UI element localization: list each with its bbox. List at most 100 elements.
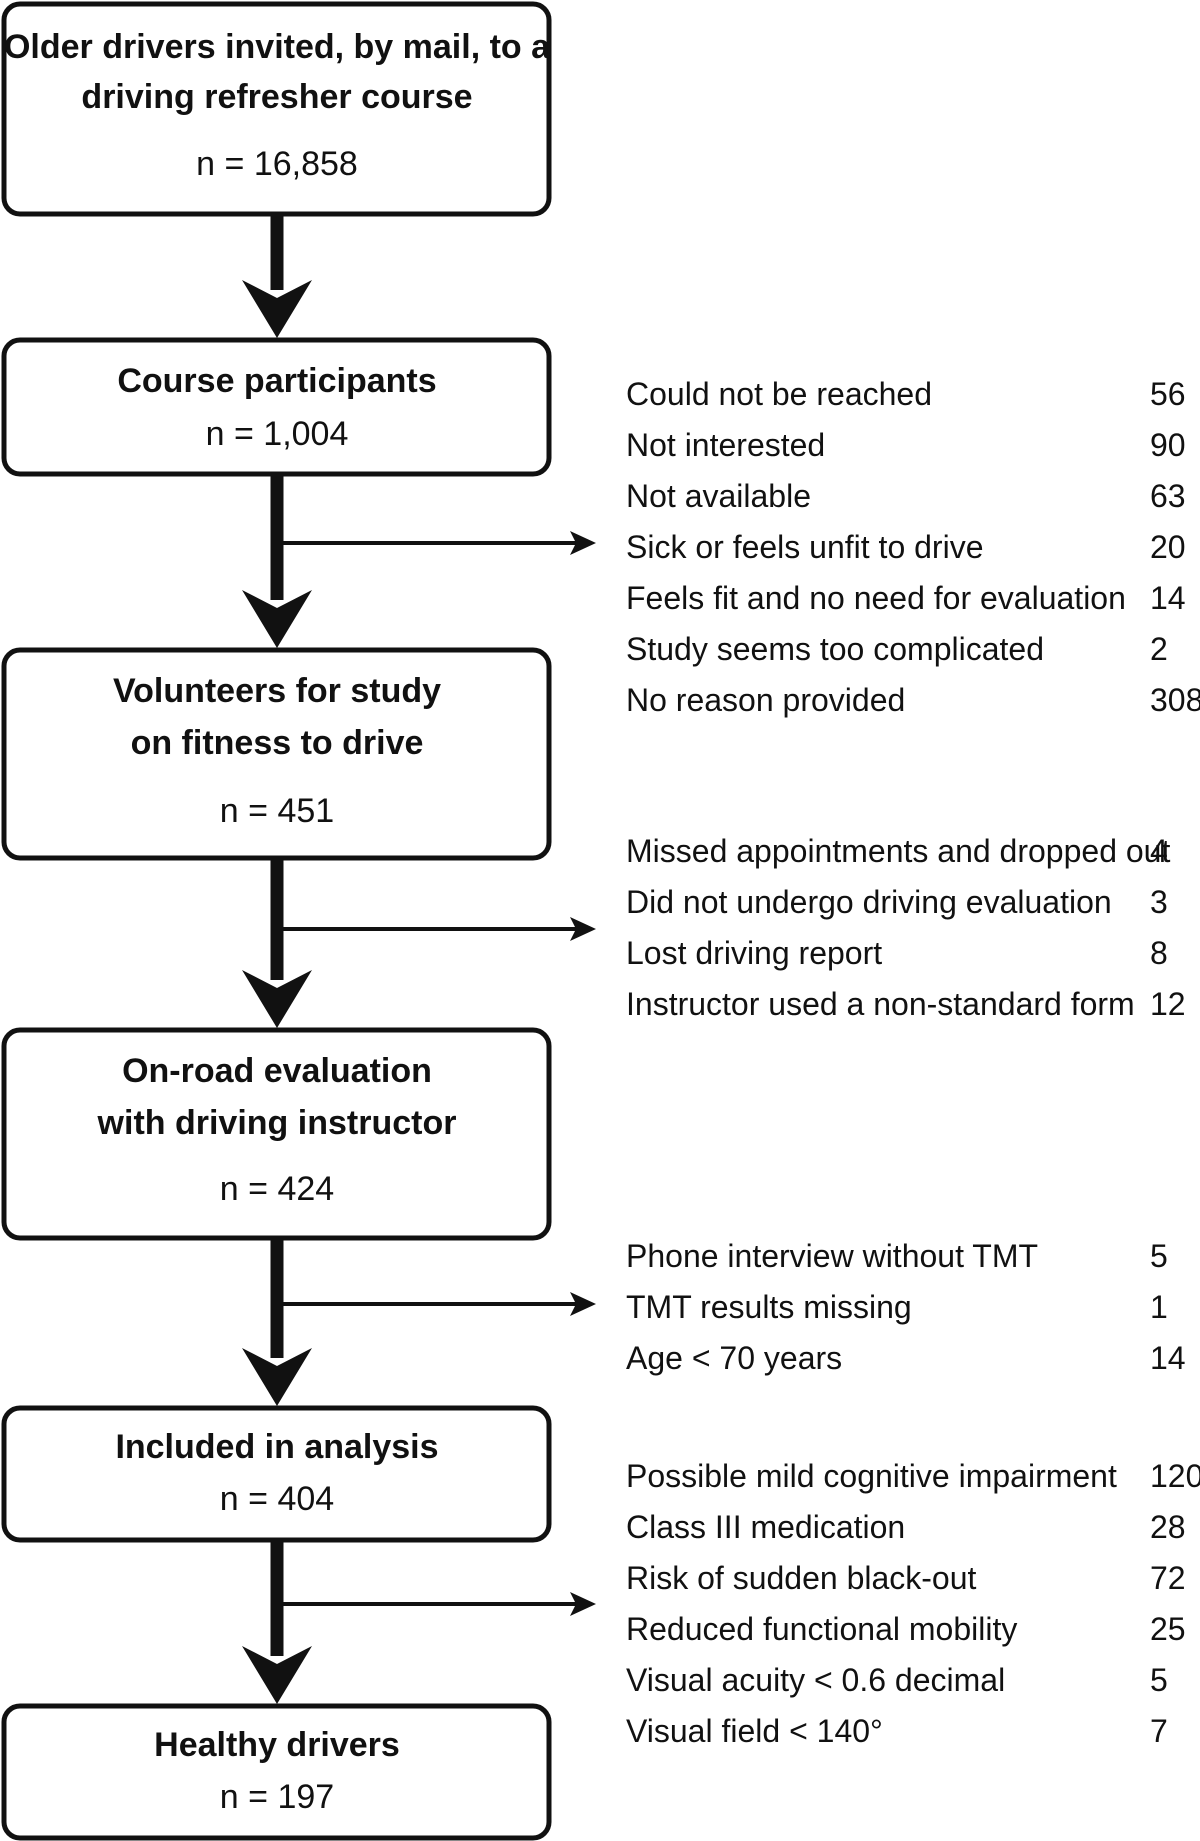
exclusion-reason: Risk of sudden black-out bbox=[626, 1560, 977, 1596]
exclusion-reason: Age < 70 years bbox=[626, 1340, 842, 1376]
exclusion-reason: Did not undergo driving evaluation bbox=[626, 884, 1112, 920]
exclusion-count: 90 bbox=[1150, 427, 1186, 463]
side-arrow-head bbox=[570, 1292, 596, 1316]
exclusion-reason: Study seems too complicated bbox=[626, 631, 1044, 667]
exclusion-reason: Possible mild cognitive impairment bbox=[626, 1458, 1117, 1494]
exclusion-count: 14 bbox=[1150, 580, 1186, 616]
flow-box: Older drivers invited, by mail, to a driv… bbox=[1, 1, 552, 217]
down-arrow-head bbox=[242, 970, 312, 1028]
exclusion-reason: Class III medication bbox=[626, 1509, 905, 1545]
exclusion-count: 12 bbox=[1150, 986, 1186, 1022]
exclusion-row: Not available 63 bbox=[626, 478, 1186, 514]
box-title: driving refresher course bbox=[81, 78, 472, 116]
exclusion-row: Phone interview without TMT 5 bbox=[626, 1238, 1168, 1274]
down-arrow bbox=[242, 216, 312, 338]
down-arrow bbox=[242, 476, 312, 648]
exclusion-list: Missed appointments and dropped out4Did … bbox=[626, 833, 1186, 1022]
exclusion-row: Reduced functional mobility 25 bbox=[626, 1611, 1186, 1647]
box-frame bbox=[1, 337, 552, 477]
exclusion-row: Age < 70 years 14 bbox=[626, 1340, 1186, 1376]
down-arrow bbox=[242, 1542, 312, 1704]
exclusion-row: Could not be reached 56 bbox=[626, 376, 1186, 412]
box-count: n = 424 bbox=[220, 1170, 334, 1208]
exclusion-count: 72 bbox=[1150, 1560, 1186, 1596]
exclusion-reason: No reason provided bbox=[626, 682, 905, 718]
side-arrow-head bbox=[570, 917, 596, 941]
exclusion-count: 20 bbox=[1150, 529, 1186, 565]
box-frame bbox=[1, 1405, 552, 1543]
flow-box: Included in analysis n = 404 bbox=[1, 1405, 552, 1543]
exclusion-reason: Instructor used a non-standard form bbox=[626, 986, 1135, 1022]
exclusion-reason: Phone interview without TMT bbox=[626, 1238, 1038, 1274]
box-title: Healthy drivers bbox=[154, 1726, 400, 1764]
exclusion-row: Risk of sudden black-out 72 bbox=[626, 1560, 1186, 1596]
down-arrow bbox=[242, 1240, 312, 1406]
exclusion-reason: Not interested bbox=[626, 427, 825, 463]
exclusion-row: Possible mild cognitive impairment 120 bbox=[626, 1458, 1200, 1494]
exclusion-count: 63 bbox=[1150, 478, 1186, 514]
side-arrow-head bbox=[570, 531, 596, 555]
down-arrow-head bbox=[242, 280, 312, 338]
box-title: Volunteers for study bbox=[113, 672, 441, 710]
exclusion-reason: Reduced functional mobility bbox=[626, 1611, 1017, 1647]
exclusion-count: 28 bbox=[1150, 1509, 1186, 1545]
box-count: n = 16,858 bbox=[196, 145, 358, 183]
box-title: Course participants bbox=[117, 362, 436, 400]
flow-box: Volunteers for study on fitness to drive n… bbox=[1, 647, 552, 861]
box-count: n = 451 bbox=[220, 792, 334, 830]
exclusion-row: Did not undergo driving evaluation 3 bbox=[626, 884, 1168, 920]
flow-box: Healthy drivers n = 197 bbox=[1, 1703, 552, 1841]
down-arrow-head bbox=[242, 1646, 312, 1704]
box-title: Included in analysis bbox=[115, 1428, 438, 1466]
box-title: on fitness to drive bbox=[131, 724, 424, 762]
box-frame bbox=[1, 1, 552, 217]
exclusion-row: Not interested 90 bbox=[626, 427, 1186, 463]
side-arrow bbox=[277, 1292, 596, 1316]
side-arrow-head bbox=[570, 1592, 596, 1616]
exclusion-count: 120 bbox=[1150, 1458, 1200, 1494]
exclusion-count: 8 bbox=[1150, 935, 1168, 971]
box-count: n = 197 bbox=[220, 1778, 334, 1816]
exclusion-list: Possible mild cognitive impairment 120Cla… bbox=[626, 1458, 1200, 1749]
flow-box: Course participants n = 1,004 bbox=[1, 337, 552, 477]
exclusion-count: 56 bbox=[1150, 376, 1186, 412]
exclusion-count: 7 bbox=[1150, 1713, 1168, 1749]
down-arrow-head bbox=[242, 1348, 312, 1406]
box-count: n = 404 bbox=[220, 1480, 334, 1518]
box-frame bbox=[1, 1703, 552, 1841]
exclusion-count: 3 bbox=[1150, 884, 1168, 920]
exclusion-count: 1 bbox=[1150, 1289, 1168, 1325]
exclusion-reason: Could not be reached bbox=[626, 376, 932, 412]
exclusion-reason: Sick or feels unfit to drive bbox=[626, 529, 983, 565]
side-arrow bbox=[277, 531, 596, 555]
exclusion-count: 308 bbox=[1150, 682, 1200, 718]
exclusion-row: Visual field < 140° 7 bbox=[626, 1713, 1168, 1749]
side-arrow bbox=[277, 917, 596, 941]
box-frame bbox=[1, 647, 552, 861]
exclusion-row: Lost driving report 8 bbox=[626, 935, 1168, 971]
box-count: n = 1,004 bbox=[206, 415, 349, 453]
exclusion-count: 5 bbox=[1150, 1662, 1168, 1698]
down-arrow-head bbox=[242, 590, 312, 648]
exclusion-count: 14 bbox=[1150, 1340, 1186, 1376]
exclusion-reason: Feels fit and no need for evaluation bbox=[626, 580, 1126, 616]
down-arrow bbox=[242, 860, 312, 1028]
exclusion-row: Sick or feels unfit to drive 20 bbox=[626, 529, 1186, 565]
exclusion-reason: Missed appointments and dropped out bbox=[626, 833, 1170, 869]
exclusion-row: Instructor used a non-standard form 12 bbox=[626, 986, 1186, 1022]
exclusion-count: 5 bbox=[1150, 1238, 1168, 1274]
exclusion-count: 25 bbox=[1150, 1611, 1186, 1647]
exclusion-row: No reason provided 308 bbox=[626, 682, 1200, 718]
exclusion-reason: Visual field < 140° bbox=[626, 1713, 883, 1749]
exclusion-reason: Lost driving report bbox=[626, 935, 882, 971]
exclusion-reason: Not available bbox=[626, 478, 811, 514]
exclusion-count: 4 bbox=[1150, 833, 1168, 869]
box-title: Older drivers invited, by mail, to a bbox=[4, 28, 551, 66]
